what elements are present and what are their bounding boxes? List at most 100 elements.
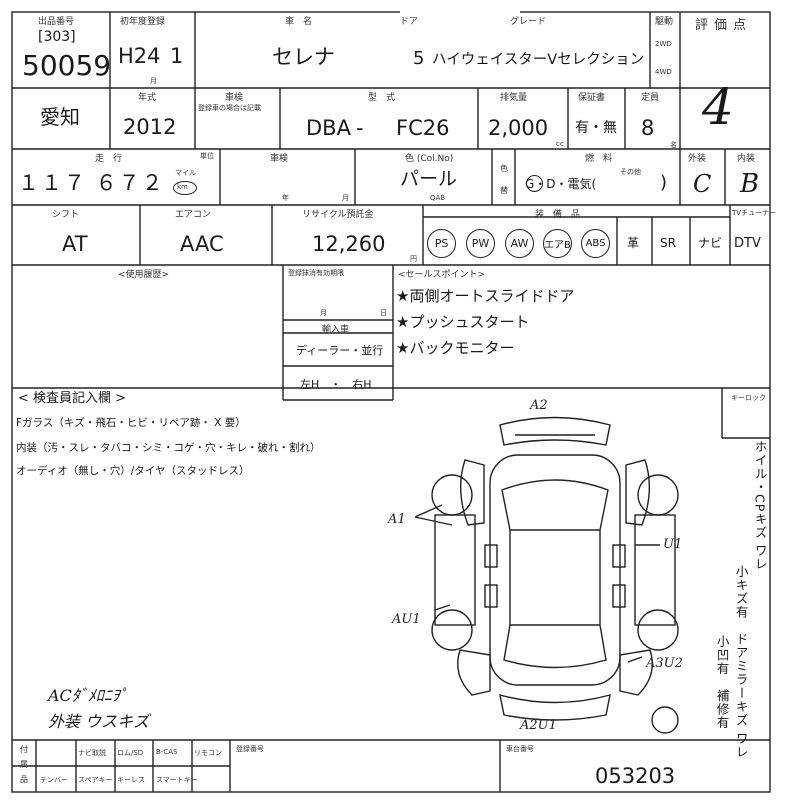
entry-label: 出品番号: [38, 17, 75, 27]
footer-attach-label-3: 品: [20, 775, 28, 784]
grade-label: グレード: [510, 17, 547, 27]
mileage-value: １１７ ６７２: [18, 171, 165, 195]
equip-ps: PS: [427, 229, 456, 258]
inspector-line-3: オーディオ（無し・穴）/タイヤ（スタッドレス）: [16, 465, 250, 477]
sales-point-3: ★バックモニター: [396, 339, 515, 357]
recycle-label: リサイクル預託金: [302, 210, 374, 220]
grade-value: ハイウェイスターVセレクション: [432, 52, 645, 68]
model-label: 車 名: [285, 17, 313, 27]
mark-u1: U1: [663, 537, 682, 552]
door-label: ドア: [400, 17, 419, 27]
entry-number: 50059: [22, 49, 112, 82]
equip-abs: ABS: [581, 229, 610, 258]
inspector-title: < 検査員記入欄 >: [18, 391, 127, 406]
equip-airbag: エアB: [543, 229, 572, 258]
mileage-mile-unit: マイル: [175, 169, 196, 177]
footer-item-remote: リモコン: [194, 749, 222, 757]
mark-au1: AU1: [391, 612, 421, 627]
reg-deadline-day: 日: [380, 309, 387, 317]
history-year: 年: [282, 194, 289, 202]
equip-aw: AW: [505, 229, 534, 258]
entry-sub: [303]: [38, 29, 76, 45]
handwritten-note-2: 外装 ウスキズ: [48, 712, 150, 731]
exterior-grade: C: [693, 170, 712, 198]
reg-label: 初年度登録: [120, 17, 166, 27]
footer-item-smart-key: スマートキー: [156, 776, 198, 784]
color-label: 色 (Col.No): [405, 154, 454, 164]
mark-a3u2: A3U2: [645, 656, 683, 671]
import-value: ディーラー・並行: [296, 344, 384, 357]
inspector-line-2: 内装（汚・スレ・タバコ・シミ・コゲ・穴・キレ・破れ・割れ）: [16, 442, 321, 454]
score-value: 4: [702, 78, 734, 136]
mileage-label: 走 行: [95, 154, 123, 164]
footer-item-navi-manual: ナビ取説: [78, 749, 106, 757]
inspect-label: 車検: [225, 93, 244, 103]
reg-month-unit: 月: [150, 77, 157, 85]
cert-label: 保証書: [578, 93, 606, 103]
mileage-unit-circle: [173, 181, 197, 195]
equip-navi: ナビ: [698, 236, 723, 250]
type-dash: -: [356, 116, 364, 140]
inspect-sub: 登録車の場合は記載: [198, 104, 261, 112]
footer-item-rom-sd: ロム/SD: [117, 749, 144, 757]
mileage-unit: km: [177, 183, 188, 191]
exterior-label: 外装: [688, 154, 707, 164]
fuel-other-label: その他: [620, 168, 641, 176]
history-month: 月: [342, 194, 349, 202]
fuel-label: 燃 料: [585, 154, 613, 164]
chassis-label: 車台番号: [506, 745, 534, 753]
tv-label: TVチューナー: [732, 209, 777, 217]
equip-leather: 革: [627, 236, 640, 250]
use-history-label: <使用履歴>: [118, 270, 170, 280]
mark-a1: A1: [387, 512, 406, 527]
recycle-unit: 円: [410, 255, 417, 263]
sales-point-1: ★両側オートスライドドア: [396, 287, 575, 305]
reg-year: H24: [118, 44, 161, 68]
side-note-1: ホイル・CPキズ ワレ: [752, 440, 768, 572]
side-note-2: 小キズ有 ドアミラーキズ ワレ: [733, 565, 749, 759]
year-label: 年式: [138, 93, 157, 103]
drive-4wd: 4WD: [655, 68, 672, 76]
color-value: パール: [400, 168, 458, 190]
interior-label: 内装: [737, 154, 756, 164]
shift-value: AT: [62, 232, 88, 256]
score-label: 評価点: [695, 18, 753, 33]
import-label: 輸入車: [322, 325, 350, 335]
equip-pw: PW: [466, 229, 495, 258]
swap-label-2: 替: [500, 186, 508, 195]
fuel-close: ): [660, 172, 668, 193]
reg-number-label: 登録番号: [236, 745, 264, 753]
model-name: セレナ: [272, 45, 335, 69]
door-count: 5: [413, 48, 425, 69]
ac-value: AAC: [180, 232, 224, 256]
car-damage-diagram: A2 A1 U1 AU1 A3U2 A2U1: [387, 398, 683, 734]
recycle-value: 12,260: [312, 232, 386, 256]
key-lock-label: キーロック: [731, 394, 766, 402]
drive-2wd: 2WD: [655, 40, 672, 48]
cert-value: 有・無: [575, 120, 617, 136]
drive-label: 駆動: [655, 17, 674, 27]
shift-label: シフト: [52, 210, 80, 220]
sales-point-label: <セールスポイント>: [398, 270, 486, 280]
footer-item-spare-key: スペアキー: [78, 776, 113, 784]
type-label: 型 式: [368, 93, 396, 103]
type-code: FC26: [396, 116, 450, 140]
model-year: 2012: [123, 115, 177, 139]
displacement: 2,000: [488, 116, 549, 140]
mark-a2u1: A2U1: [519, 718, 557, 733]
type-prefix: DBA: [306, 116, 351, 140]
equip-sunroof: SR: [660, 236, 676, 250]
reg-deadline-month: 月: [320, 309, 327, 317]
swap-label-1: 色: [500, 164, 508, 173]
capacity-unit: 名: [670, 141, 677, 149]
fuel-g-circle: [526, 175, 543, 192]
mark-a2: A2: [529, 398, 548, 413]
reg-deadline-label: 登録抹消有効期限: [288, 269, 344, 277]
unit-label: 単位: [200, 152, 214, 160]
footer-item-keyless: キーレス: [117, 776, 145, 784]
region: 愛知: [40, 105, 80, 129]
disp-unit: cc: [556, 140, 564, 148]
tv-value: DTV: [734, 236, 761, 251]
steering-value: 左H ・ 右H: [300, 378, 372, 391]
